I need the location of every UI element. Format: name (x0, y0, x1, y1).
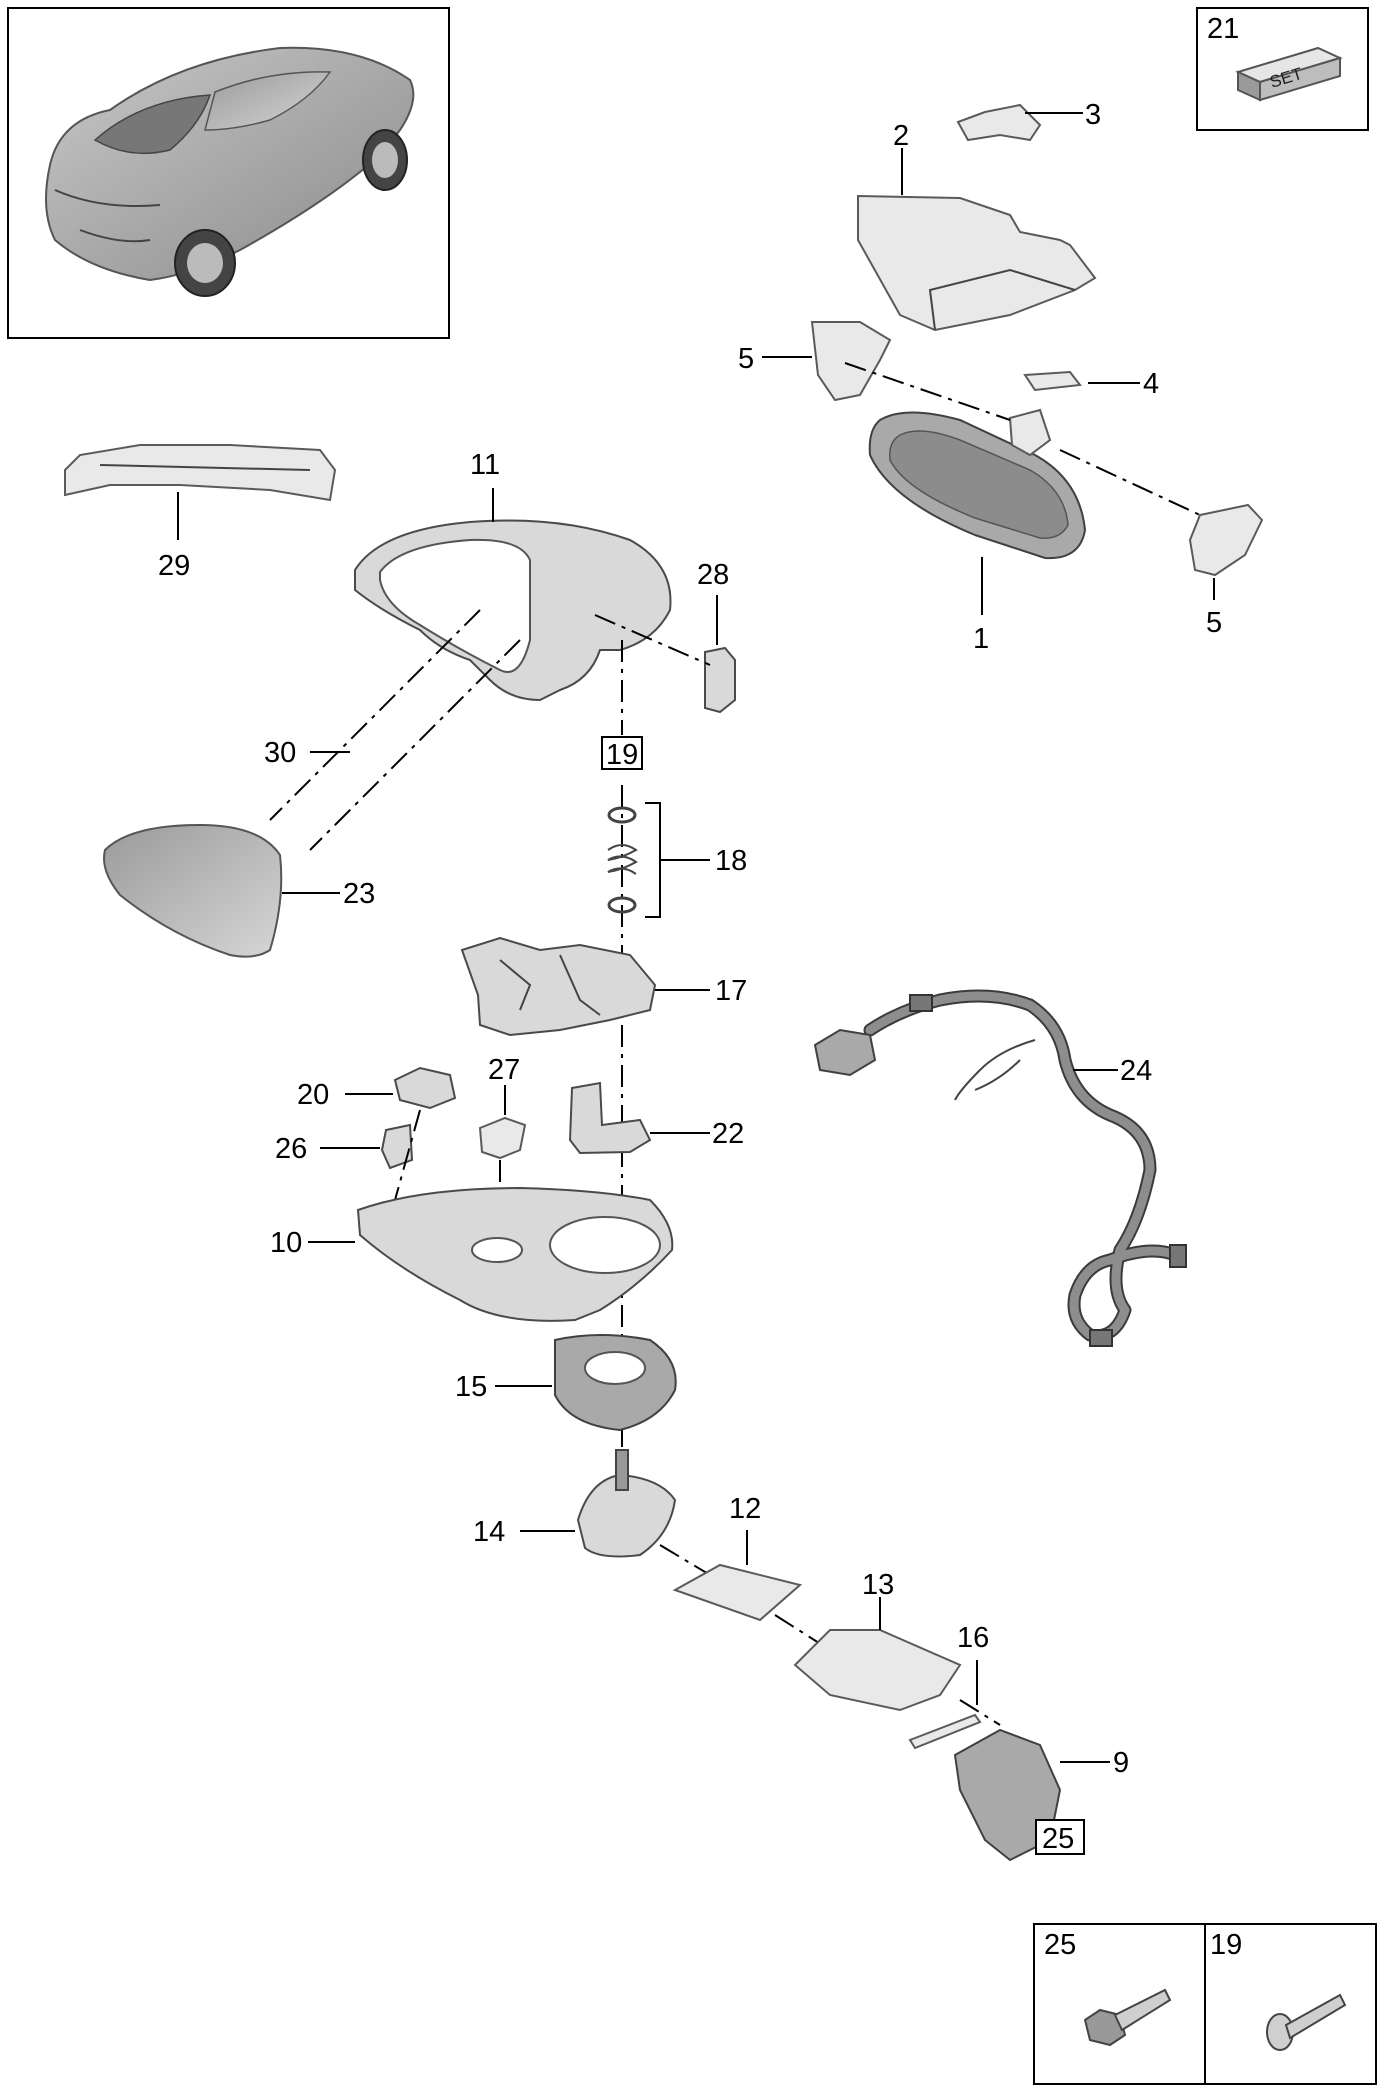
part-17-adjuster-base: 17 (460, 936, 747, 1037)
callout-10: 10 (270, 1227, 302, 1259)
callout-24: 24 (1120, 1055, 1152, 1087)
dashed-guide (594, 614, 711, 666)
part-28-cap: 28 (697, 559, 736, 714)
fastener-25-label: 25 (1044, 1929, 1076, 1961)
dashed-guide (1059, 449, 1201, 516)
callout-15: 15 (455, 1371, 487, 1403)
callout-1: 1 (973, 623, 989, 655)
part-13-bracket: 13 (793, 1569, 962, 1712)
fastener-19-label: 19 (1210, 1929, 1242, 1961)
part-10-housing-lower: 10 (270, 1186, 674, 1322)
callout-16: 16 (957, 1622, 989, 1654)
dashed-guide (309, 639, 521, 851)
callout-22: 22 (712, 1118, 744, 1150)
callout-29: 29 (158, 550, 190, 582)
vehicle-thumbnail (7, 7, 450, 339)
part-1-interior-mirror: 1 (868, 408, 1087, 655)
vehicle-icon (45, 46, 415, 297)
set-kit-box: 21 SET (1196, 7, 1369, 131)
fastener-table: 25 19 (1033, 1923, 1377, 2085)
part-3-bracket: 3 (956, 99, 1101, 142)
callout-27: 27 (488, 1054, 520, 1086)
callout-5-top: 5 (738, 343, 754, 375)
callout-14: 14 (473, 1516, 505, 1548)
part-15-base-cover: 15 (455, 1334, 677, 1432)
bolt-19-icon (1266, 1993, 1347, 2051)
part-23-mirror-glass: 23 (103, 823, 375, 958)
part-20-switch: 20 (297, 1066, 457, 1111)
part-29-trim-strip: 29 (64, 444, 337, 582)
callout-25-box (1035, 1819, 1085, 1855)
bolt-25-icon (1083, 1988, 1172, 2047)
callout-25: 25 (1042, 1823, 1074, 1855)
callout-19: 19 (606, 739, 638, 771)
callout-19-box (601, 736, 643, 770)
set-kit-icon: SET (1235, 46, 1343, 102)
dashed-guide (959, 1699, 1001, 1726)
callout-23: 23 (343, 878, 375, 910)
callout-18: 18 (715, 845, 747, 877)
callout-2: 2 (893, 120, 909, 152)
callout-26: 26 (275, 1133, 307, 1165)
callout-30: 30 (264, 737, 296, 769)
part-4-sensor: 4 (1023, 368, 1159, 400)
dashed-guide (659, 1544, 711, 1576)
part-9-arm: 9 (953, 1728, 1129, 1862)
part-11-housing-frame: 11 (354, 449, 672, 702)
part-2-mirror-cover: 2 (857, 120, 1097, 332)
part-22-motor: 22 (568, 1081, 744, 1155)
callout-4: 4 (1143, 368, 1159, 400)
dashed-guide (269, 609, 481, 821)
callout-28: 28 (697, 559, 729, 591)
callout-3: 3 (1085, 99, 1101, 131)
part-24-wiring-harness: 24 (813, 989, 1187, 1347)
callout-21: 21 (1207, 13, 1239, 45)
part-14-mount: 14 (473, 1449, 677, 1558)
part-26-lamp: 26 (275, 1123, 414, 1170)
callout-9: 9 (1113, 1747, 1129, 1779)
part-5-clip-bottom: 5 (1188, 503, 1264, 639)
callout-11: 11 (470, 449, 500, 481)
callout-5-bottom: 5 (1206, 607, 1222, 639)
dashed-guide (844, 362, 1011, 421)
callout-17: 17 (715, 975, 747, 1007)
part-27-cap: 27 (478, 1054, 527, 1160)
callout-12: 12 (729, 1493, 761, 1525)
dashed-guide (394, 1109, 421, 1201)
part-12-plate: 12 (672, 1493, 803, 1622)
callout-20: 20 (297, 1079, 329, 1111)
part-16-seal: 16 (908, 1622, 989, 1750)
part-5-clip-top: 5 (738, 321, 892, 402)
callout-13: 13 (862, 1569, 894, 1601)
part-18-spring-set: 18 (607, 802, 747, 918)
